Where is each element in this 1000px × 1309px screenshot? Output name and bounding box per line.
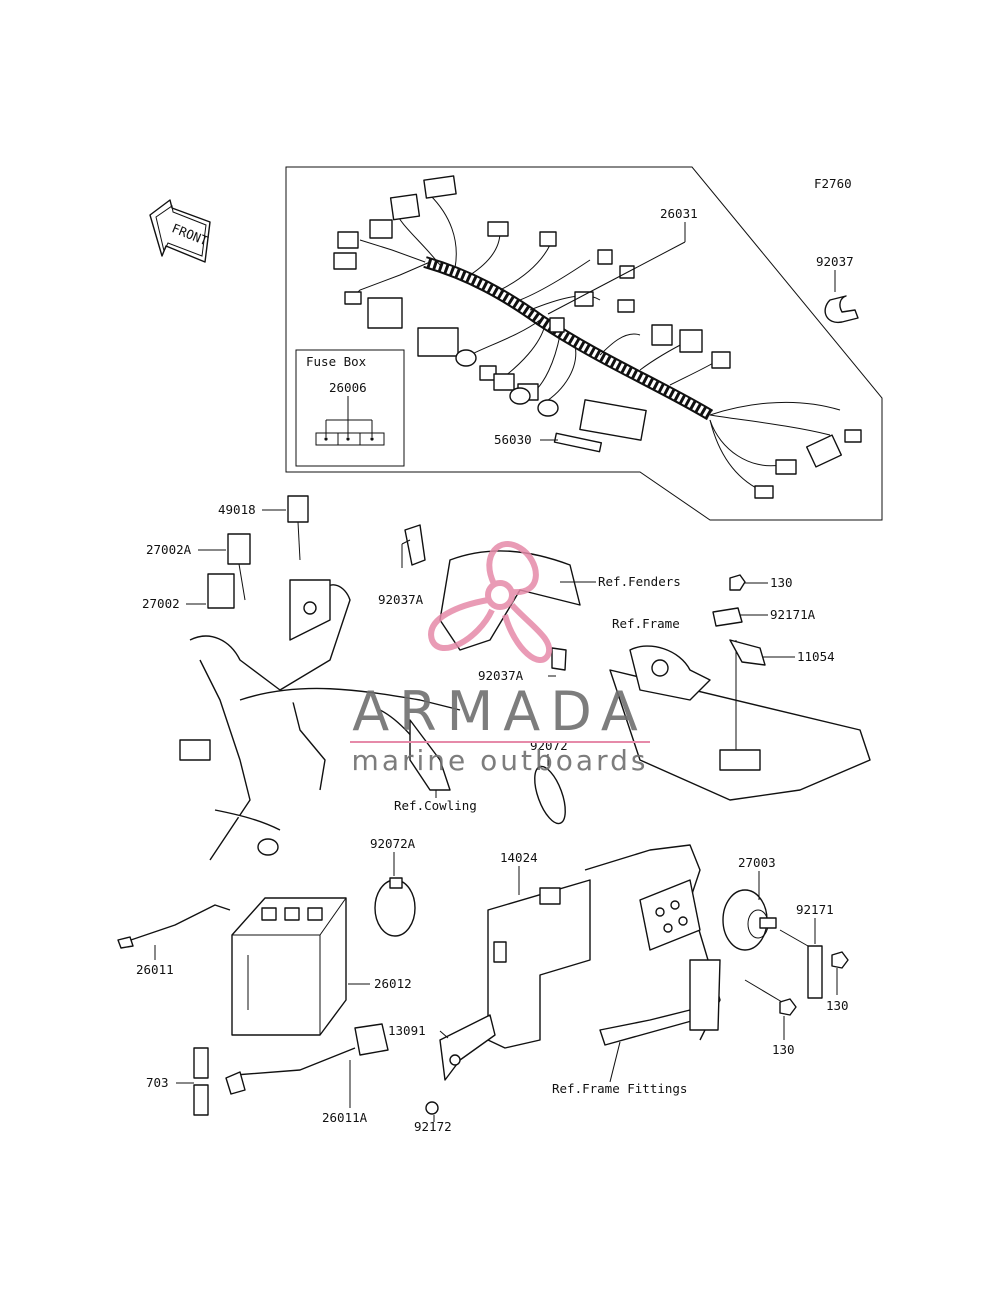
diagram-code: F2760: [814, 176, 852, 191]
harness-outline: [285, 166, 883, 521]
callout-27002: 27002: [142, 596, 180, 611]
callout-92037: 92037: [816, 254, 854, 269]
watermark-brand: ARMADA: [352, 680, 648, 743]
callout-ref-cowling: Ref.Cowling: [394, 798, 477, 813]
clamp-92037: [824, 295, 859, 324]
callout-49018: 49018: [218, 502, 256, 517]
callout-92172: 92172: [414, 1119, 452, 1134]
callout-92171A: 92171A: [770, 607, 816, 622]
battery-cable-26011A: [225, 1023, 389, 1095]
callout-92037A-lower: 92037A: [478, 668, 524, 683]
callout-92171: 92171: [796, 902, 834, 917]
tube-lower: [193, 1084, 209, 1116]
leader-lines: [154, 222, 838, 1122]
callout-26031: 26031: [660, 206, 698, 221]
callout-26011: 26011: [136, 962, 174, 977]
callout-130-bottom: 130: [772, 1042, 795, 1057]
callout-26012: 26012: [374, 976, 412, 991]
callout-26011A: 26011A: [322, 1110, 368, 1125]
callout-56030: 56030: [494, 432, 532, 447]
tube-upper: [193, 1047, 209, 1079]
fender-bracket: [404, 524, 581, 671]
front-arrow-icon: FRONT: [149, 199, 211, 263]
callout-ref-fenders: Ref.Fenders: [598, 574, 681, 589]
bracket-92171: [807, 945, 823, 999]
callout-ref-frame-fittings: Ref.Frame Fittings: [552, 1081, 687, 1096]
callout-27003: 27003: [738, 855, 776, 870]
bracket-13091: [439, 1014, 496, 1081]
bolt-130-right: [831, 951, 849, 969]
callout-14024: 14024: [500, 850, 538, 865]
fuse-box-title: Fuse Box: [306, 354, 367, 369]
front-frame: [179, 579, 461, 861]
callout-92072A: 92072A: [370, 836, 416, 851]
callout-92037A-upper: 92037A: [378, 592, 424, 607]
frame-fittings: [584, 844, 721, 1046]
harness-connectors: [333, 175, 862, 499]
callout-130-top: 130: [770, 575, 793, 590]
callout-labels: 26031 92037 56030 49018 27002A 27002 920…: [136, 206, 854, 1134]
watermark-tagline: marine outboards: [352, 744, 649, 777]
horn-27003: [722, 889, 777, 951]
band-92072: [534, 765, 566, 825]
rear-frame: [609, 640, 871, 801]
bolt-130-top: [712, 574, 766, 666]
watermark-logo-icon: [428, 540, 553, 663]
callout-27002A: 27002A: [146, 542, 192, 557]
callout-703: 703: [146, 1075, 169, 1090]
fuse-box-panel: Fuse Box 26006: [295, 349, 405, 467]
bolt-130-bottom: [779, 998, 797, 1016]
callout-130-right: 130: [826, 998, 849, 1013]
watermark: ARMADA marine outboards: [350, 540, 650, 777]
label-strip: [553, 432, 603, 453]
callout-ref-frame: Ref.Frame: [612, 616, 680, 631]
battery-cable-26011: [117, 904, 231, 949]
battery: [231, 897, 347, 1036]
relay-parts: [207, 495, 309, 609]
callout-13091: 13091: [388, 1023, 426, 1038]
cover-14024: [487, 879, 591, 1049]
screw-92172: [425, 1101, 439, 1115]
fuse-box-part: 26006: [329, 380, 367, 395]
callout-11054: 11054: [797, 649, 835, 664]
